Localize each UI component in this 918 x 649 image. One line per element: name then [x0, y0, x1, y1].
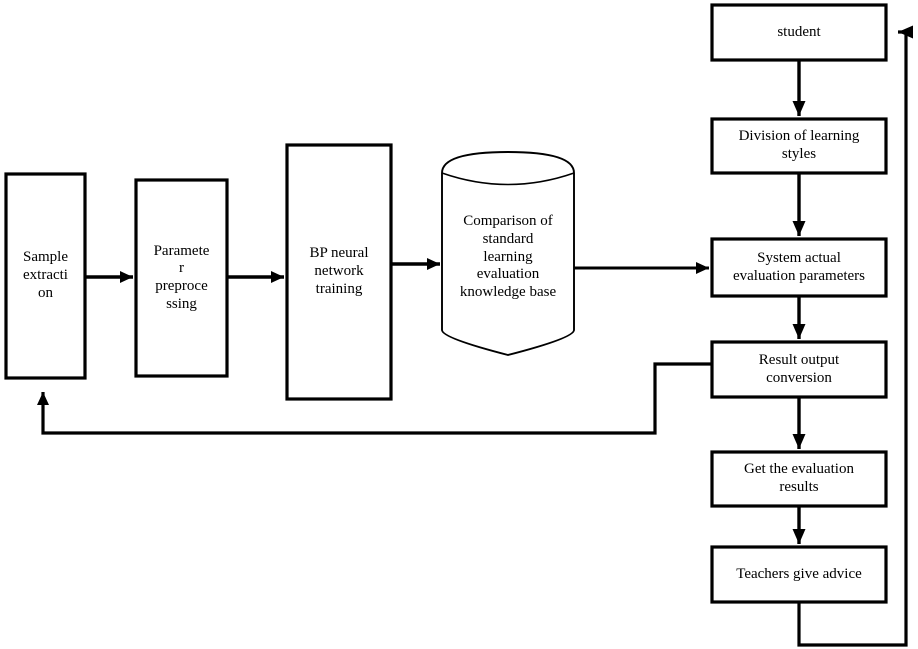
- node-sample-extraction-shape[interactable]: [4, 172, 87, 380]
- node-system-actual-evaluation-parameters-shape[interactable]: [710, 237, 888, 298]
- node-get-the-evaluation-results-shape[interactable]: [710, 450, 888, 508]
- edge-result-output-feedback-to-sample: [37, 362, 712, 435]
- node-parameter-preprocessing-shape[interactable]: [134, 178, 229, 378]
- node-division-of-learning-styles-shape[interactable]: [710, 117, 888, 175]
- node-knowledge-base-shape[interactable]: [441, 151, 575, 356]
- node-teachers-give-advice-shape[interactable]: [710, 545, 888, 604]
- node-bp-neural-network-training-shape[interactable]: [285, 143, 393, 401]
- node-student-shape[interactable]: [710, 3, 888, 62]
- edge-teachers-feedback-to-student: [797, 25, 913, 647]
- node-result-output-conversion-shape[interactable]: [710, 340, 888, 399]
